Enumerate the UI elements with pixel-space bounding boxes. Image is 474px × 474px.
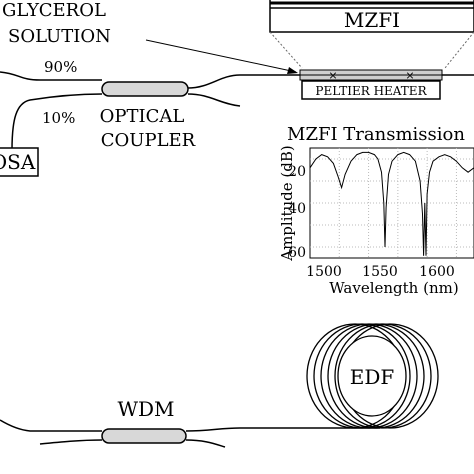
- fiber-coupler-out-lower: [187, 93, 241, 107]
- fiber-main-top: [0, 71, 102, 81]
- inset-spectrum-line: [309, 151, 474, 256]
- mzfi-label: MZFI: [344, 8, 400, 32]
- fiber-coupler-in-lower: [11, 93, 103, 151]
- fiber-wdm-lower: [185, 439, 226, 448]
- inset-ylabel: Amplitude (dB): [278, 145, 296, 262]
- inset-xtick-1600: 1600: [419, 264, 455, 280]
- edf-label: EDF: [350, 365, 395, 389]
- fiber-bottom-left-lower: [39, 439, 103, 445]
- osa-box: [0, 147, 39, 177]
- split-90-label: 90%: [44, 58, 77, 76]
- inset-ytick-40: 40: [288, 201, 306, 217]
- glycerol-label-line2: SOLUTION: [8, 26, 111, 47]
- glycerol-label-line1: GLYCEROL: [2, 0, 106, 21]
- inset-xlabel: Wavelength (nm): [329, 279, 458, 297]
- fiber-coupler-out-90: [187, 74, 474, 89]
- coupler-label-line1: OPTICAL: [100, 106, 185, 127]
- coupler-label-line2: COUPLER: [101, 130, 196, 151]
- zoom-line-right: [444, 31, 474, 69]
- split-10-label: 10%: [42, 109, 75, 127]
- inset-xtick-1550: 1550: [362, 264, 398, 280]
- splice-mark-right: ×: [405, 69, 414, 82]
- mzfi-box: [269, 0, 474, 33]
- fiber-wdm-to-edf: [185, 427, 380, 432]
- peltier-label: PELTIER HEATER: [315, 84, 427, 98]
- peltier-heater: [301, 80, 441, 100]
- glycerol-arrowhead: [287, 67, 298, 74]
- wdm-label: WDM: [117, 397, 174, 421]
- wdm-coupler: [101, 428, 187, 444]
- optical-coupler: [101, 81, 189, 97]
- inset-ytick-20: 20: [288, 164, 306, 180]
- zoom-line-left: [269, 31, 303, 69]
- glycerol-arrow-line: [145, 39, 297, 73]
- fiber-bottom-left: [0, 419, 102, 432]
- inset-xtick-1500: 1500: [306, 264, 342, 280]
- splice-mark-left: ×: [328, 69, 337, 82]
- inset-ytick-60: 60: [288, 245, 306, 261]
- osa-label: OSA: [0, 150, 36, 174]
- inset-title: MZFI Transmission: [287, 124, 465, 145]
- inset-transmission-chart: MZFI Transmission 20 40 60 1500 1550 160…: [278, 124, 474, 297]
